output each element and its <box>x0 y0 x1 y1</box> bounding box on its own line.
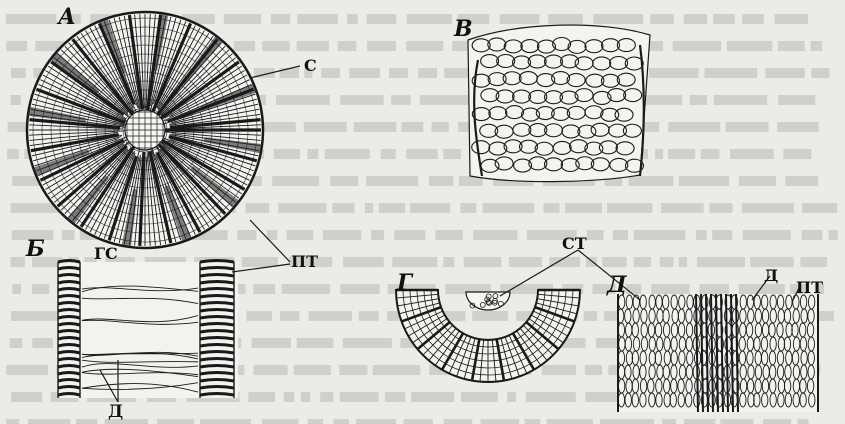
left-wall-tracheid <box>58 331 80 333</box>
label-panel-a: А <box>58 6 76 28</box>
left-wall-tracheid <box>58 345 80 347</box>
label-panel-d: Д <box>607 274 627 296</box>
panel-a-stem-cross-section <box>27 12 263 248</box>
left-wall-tracheid <box>58 296 80 298</box>
label-c: С <box>304 58 317 74</box>
leader-line <box>250 220 290 262</box>
right-wall-tracheid <box>200 261 234 263</box>
leader-line <box>250 66 300 78</box>
right-wall-tracheid <box>200 352 234 354</box>
left-wall-tracheid <box>58 338 80 340</box>
right-wall-tracheid <box>200 289 234 291</box>
left-wall-tracheid <box>58 324 80 326</box>
right-wall-tracheid <box>200 366 234 368</box>
right-wall-tracheid <box>200 331 234 333</box>
left-wall-tracheid <box>58 268 80 270</box>
right-wall-tracheid <box>200 345 234 347</box>
left-wall-tracheid <box>58 359 80 361</box>
left-wall-tracheid <box>58 275 80 277</box>
right-wall-tracheid <box>200 338 234 340</box>
panel-b-longitudinal-section <box>58 261 238 399</box>
panel-g-half-section <box>396 290 580 382</box>
right-wall-tracheid <box>200 268 234 270</box>
label-gs: ГС <box>94 246 118 262</box>
mesh-outline <box>468 25 650 182</box>
right-wall-tracheid <box>200 296 234 298</box>
right-wall-tracheid <box>200 373 234 375</box>
right-wall-tracheid <box>200 275 234 277</box>
right-wall-tracheid <box>200 282 234 284</box>
label-d-right: Д <box>764 268 778 284</box>
right-wall-tracheid <box>200 387 234 389</box>
label-d-bottom: Д <box>108 404 123 421</box>
left-wall-tracheid <box>58 261 80 263</box>
label-panel-b: Б <box>26 238 45 260</box>
right-wall-tracheid <box>200 303 234 305</box>
right-wall-tracheid <box>200 380 234 382</box>
panel-d-fibrous-section <box>617 294 818 412</box>
left-wall-tracheid <box>58 373 80 375</box>
left-wall-tracheid <box>58 366 80 368</box>
label-panel-g: Г <box>397 272 412 294</box>
right-wall-tracheid <box>200 324 234 326</box>
label-pt-left: ПТ <box>291 254 318 270</box>
right-wall-tracheid <box>200 359 234 361</box>
label-st: СТ <box>562 236 587 252</box>
left-wall-tracheid <box>58 387 80 389</box>
panel-v-cell-mesh <box>468 25 650 182</box>
left-wall-tracheid <box>58 303 80 305</box>
right-wall-tracheid <box>200 317 234 319</box>
label-pt-right: ПТ <box>796 280 823 296</box>
left-wall-tracheid <box>58 310 80 312</box>
right-wall-tracheid <box>200 310 234 312</box>
left-wall-tracheid <box>58 394 80 396</box>
right-wall-tracheid <box>200 394 234 396</box>
label-panel-v: В <box>454 18 473 40</box>
left-wall-tracheid <box>58 282 80 284</box>
left-wall-tracheid <box>58 317 80 319</box>
left-wall-tracheid <box>58 352 80 354</box>
left-wall-tracheid <box>58 289 80 291</box>
leader-line <box>232 264 290 272</box>
left-wall-tracheid <box>58 380 80 382</box>
